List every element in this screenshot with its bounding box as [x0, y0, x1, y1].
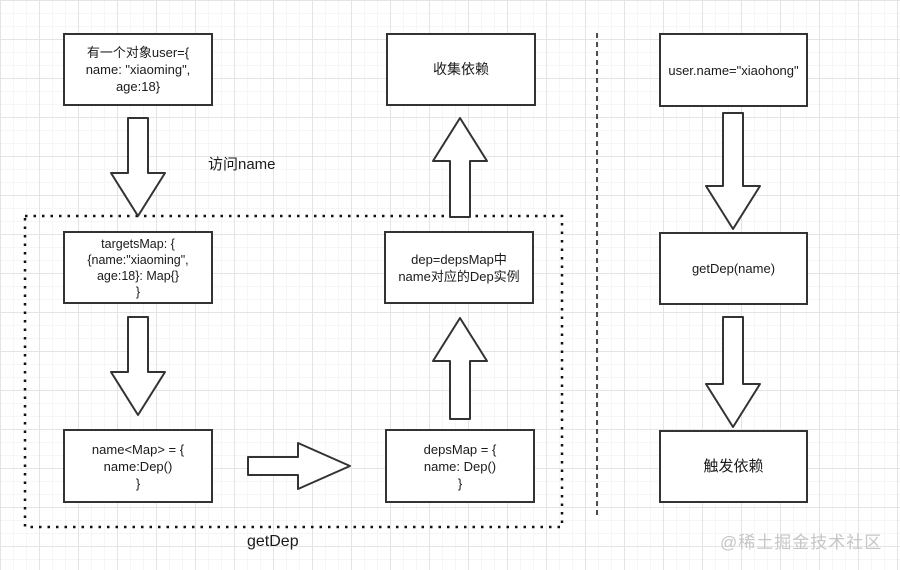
- node-text-line: {name:"xiaoming",: [87, 252, 189, 267]
- node-text-line: }: [135, 475, 141, 491]
- node-text-line: name:Dep(): [103, 458, 173, 474]
- node-targets-map: targetsMap: { {name:"xiaoming", age:18}:…: [63, 231, 213, 304]
- node-text-line: 有一个对象user={: [86, 45, 190, 60]
- arrow-down-setname-to-getdep-icon: [705, 112, 761, 230]
- node-text-line: targetsMap: {: [101, 236, 175, 251]
- group-label-getdep: getDep: [247, 533, 299, 550]
- node-dep-instance: dep=depsMap中 name对应的Dep实例: [384, 231, 534, 304]
- arrow-down-user-to-targetsmap-icon: [110, 117, 166, 217]
- node-text-line: name: "xiaoming",: [85, 62, 191, 77]
- arrow-up-dep-to-collect-icon: [432, 117, 488, 218]
- node-set-user-name: user.name="xiaohong": [659, 33, 808, 107]
- node-text-line: dep=depsMap中: [411, 251, 507, 267]
- node-collect-dependencies: 收集依赖: [386, 33, 536, 106]
- edge-label-access-name: 访问name: [208, 156, 276, 173]
- node-trigger-dependencies: 触发依赖: [659, 430, 808, 503]
- node-text-line: 触发依赖: [703, 458, 764, 475]
- node-text-line: }: [135, 284, 141, 299]
- arrow-down-targetsmap-to-namemap-icon: [110, 316, 166, 416]
- node-text-line: }: [457, 475, 463, 491]
- watermark-text: @稀土掘金技术社区: [720, 533, 883, 552]
- node-text-line: age:18}: Map{}: [96, 268, 180, 283]
- node-text-line: name<Map> = {: [91, 441, 185, 457]
- node-text-line: 收集依赖: [433, 61, 489, 77]
- node-text-line: user.name="xiaohong": [668, 62, 799, 78]
- node-user-object: 有一个对象user={ name: "xiaoming", age:18}: [63, 33, 213, 106]
- arrow-up-depsmap-to-dep-icon: [432, 317, 488, 420]
- node-text-line: name对应的Dep实例: [398, 268, 520, 284]
- node-deps-map: depsMap = { name: Dep() }: [385, 429, 535, 503]
- node-text-line: name: Dep(): [423, 458, 497, 474]
- node-text-line: age:18}: [115, 79, 161, 94]
- node-text-line: getDep(name): [691, 261, 776, 276]
- getdep-group-dotted-border: [23, 214, 564, 529]
- node-name-map: name<Map> = { name:Dep() }: [63, 429, 213, 503]
- arrow-right-namemap-to-depsmap-icon: [247, 442, 351, 490]
- node-text-line: depsMap = {: [423, 441, 497, 457]
- arrow-down-getdep-to-trigger-icon: [705, 316, 761, 428]
- node-getdep-call: getDep(name): [659, 232, 808, 305]
